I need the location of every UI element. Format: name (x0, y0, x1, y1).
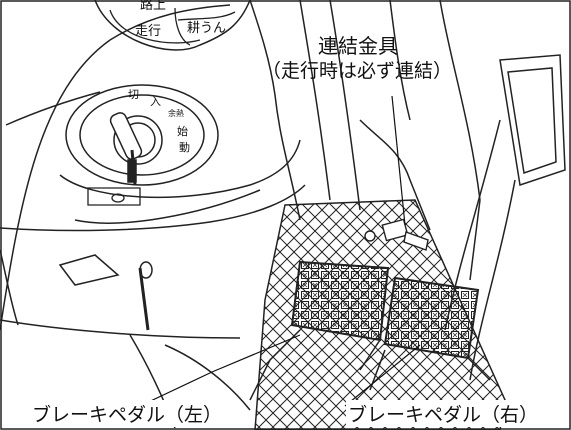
mode-road-mark-2: 走行 (135, 24, 162, 39)
brake-right-label: ブレーキペダル（右） (346, 400, 541, 427)
switch-preheat-mark: 余熱 (168, 109, 184, 118)
mode-road-mark-1: 路上 (140, 0, 167, 13)
mode-selector (109, 7, 236, 46)
brake-pedal-right-shape (383, 276, 480, 360)
connector-note: （走行時は必ず連結） (262, 60, 453, 82)
left-lever (58, 254, 153, 331)
brake-left-label: ブレーキペダル（左） (30, 400, 225, 427)
dashboard-lines (0, 0, 306, 429)
switch-on-mark: 入 (150, 95, 161, 108)
panel-bracket (87, 187, 141, 206)
switch-off-mark: 切 (128, 88, 139, 101)
leader-lines (139, 95, 421, 407)
switch-start-mark-2: 動 (179, 141, 190, 154)
steering-column (299, 0, 481, 281)
mode-field-mark: 耕うん (187, 21, 227, 36)
ignition-switch (65, 84, 219, 186)
connector-fitting (364, 218, 429, 251)
brake-pedal-left-shape (290, 260, 390, 342)
right-panel (444, 54, 566, 381)
switch-start-mark-1: 始 (177, 125, 188, 138)
connector-title: 連結金具 (318, 34, 398, 58)
